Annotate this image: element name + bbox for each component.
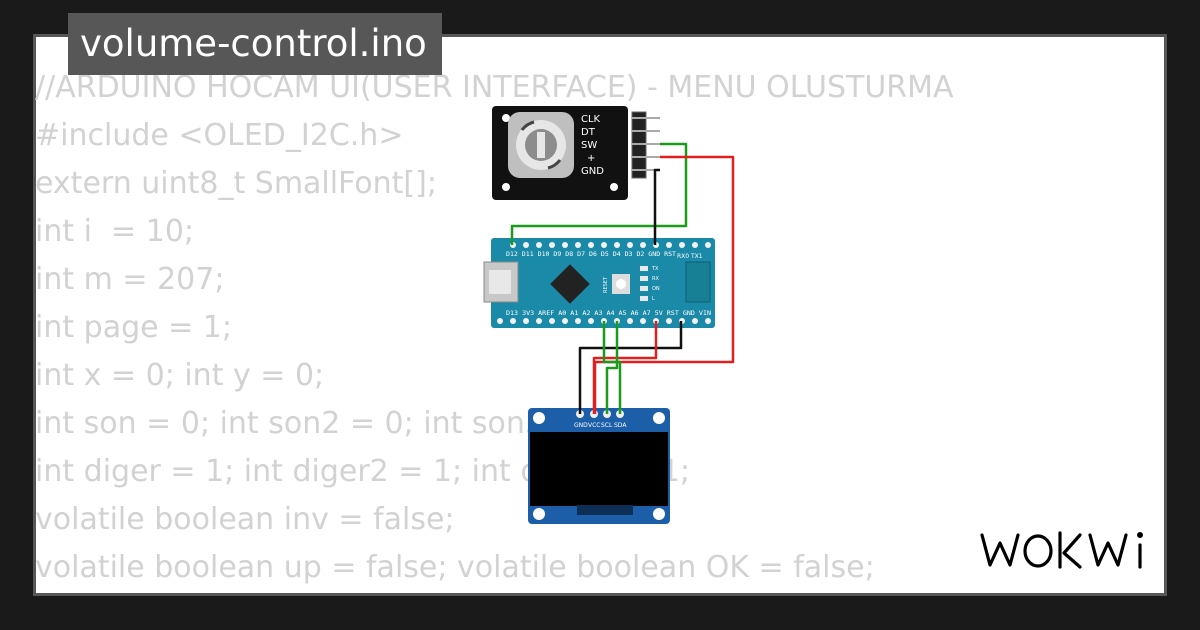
oled-pin-label: SDA [614,422,627,429]
code-line: int page = 1; [35,310,232,345]
wire-green [510,142,688,245]
nano-led-label: TX [651,266,659,272]
nano-top-pin-labels: D12 D11 D10 D9 D8 D7 D6 D5 D4 D3 D2 GND … [506,251,676,258]
rotary-encoder[interactable]: CLK DT SW + GND [492,106,660,200]
encoder-pin-label: + [587,153,595,164]
project-title: volume-control.ino [68,13,442,75]
nano-reset-label: RESET [603,276,609,293]
oled-pin-label: SCL [601,422,613,429]
wire-black [653,168,660,245]
code-preview: //ARDUINO HOCAM UI(USER INTERFACE) - MEN… [35,64,1145,592]
code-line: int i = 10; [35,214,195,249]
arduino-nano[interactable]: D12 D11 D10 D9 D8 D7 D6 D5 D4 D3 D2 GND … [483,238,715,328]
encoder-pin-label: CLK [581,114,601,125]
oled-display[interactable]: GND VCC SCL SDA [528,408,670,524]
oled-pin-label: GND [574,422,588,429]
code-line: volatile boolean up = false; volatile bo… [35,550,875,585]
wires [510,142,735,414]
code-line: extern uint8_t SmallFont[]; [35,166,437,201]
code-line: //ARDUINO HOCAM UI(USER INTERFACE) - MEN… [35,70,954,105]
code-line: int m = 207; [35,262,225,297]
wokwi-logo [980,531,1143,569]
wire-red [592,321,658,414]
nano-led-label: ON [652,286,660,292]
nano-rx-tx-label: RX0 TX1 [677,253,703,260]
code-line: int x = 0; int y = 0; [35,358,325,393]
oled-pin-label: VCC [588,422,600,429]
wire-green [605,321,619,414]
code-line: #include <OLED_I2C.h> [35,118,404,153]
wire-green [602,321,622,414]
wire-black [578,321,683,414]
code-line: volatile boolean inv = false; [35,502,455,537]
nano-bottom-pin-labels: D13 3V3 AREF A0 A1 A2 A3 A4 A5 A6 A7 5V … [506,310,711,317]
nano-led-label: L [652,296,655,302]
encoder-pin-label: SW [581,140,597,151]
encoder-pin-label: DT [581,127,596,138]
encoder-pin-label: GND [581,166,604,177]
nano-led-label: RX [652,276,659,282]
